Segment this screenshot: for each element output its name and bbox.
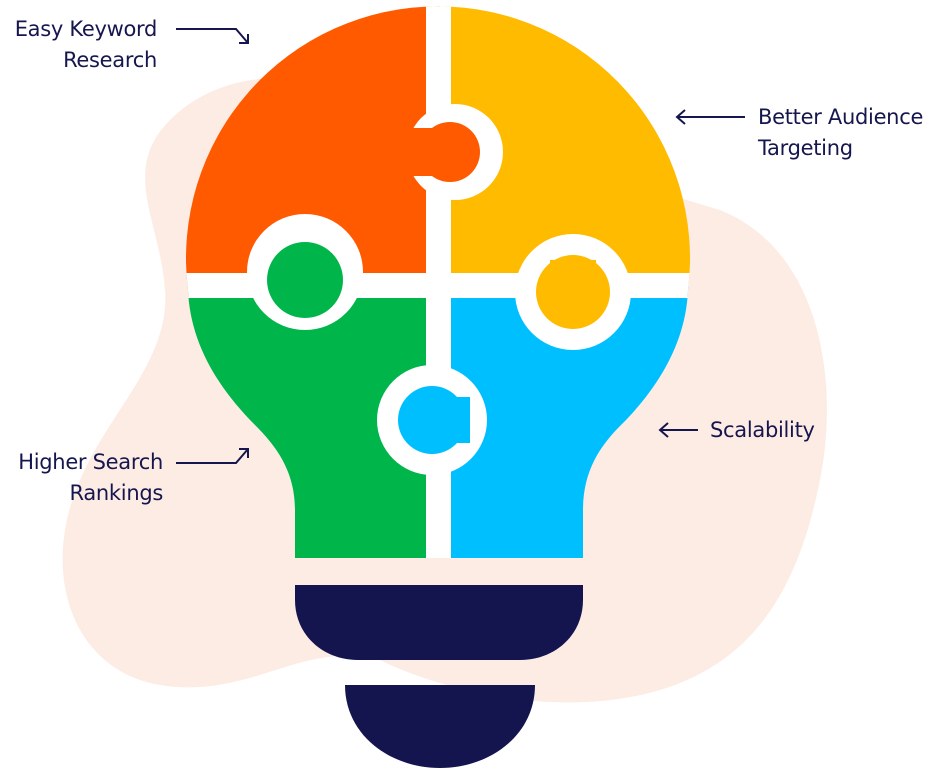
- knob-blue: [398, 386, 466, 454]
- label-easy-keyword-research: Easy Keyword Research: [0, 14, 158, 76]
- label-line: Research: [63, 48, 157, 72]
- label-line: Scalability: [710, 418, 815, 442]
- knob-yellow: [536, 255, 610, 329]
- label-line: Rankings: [69, 481, 164, 505]
- bulb-cap: [345, 685, 535, 768]
- arrow-icon: [675, 109, 745, 125]
- knob-green: [267, 242, 343, 318]
- label-scalability: Scalability: [710, 415, 815, 446]
- label-line: Easy Keyword: [14, 17, 158, 41]
- label-better-audience-targeting: Better Audience Targeting: [758, 102, 923, 164]
- label-line: Higher Search: [18, 450, 163, 474]
- bulb-base: [295, 585, 583, 660]
- arrow-icon: [176, 448, 249, 464]
- knob-orange: [420, 122, 480, 182]
- label-line: Better Audience: [758, 105, 924, 129]
- label-line: Targeting: [758, 136, 853, 160]
- arrow-icon: [658, 422, 698, 438]
- label-higher-search-rankings: Higher Search Rankings: [0, 447, 163, 509]
- arrow-icon: [176, 28, 249, 44]
